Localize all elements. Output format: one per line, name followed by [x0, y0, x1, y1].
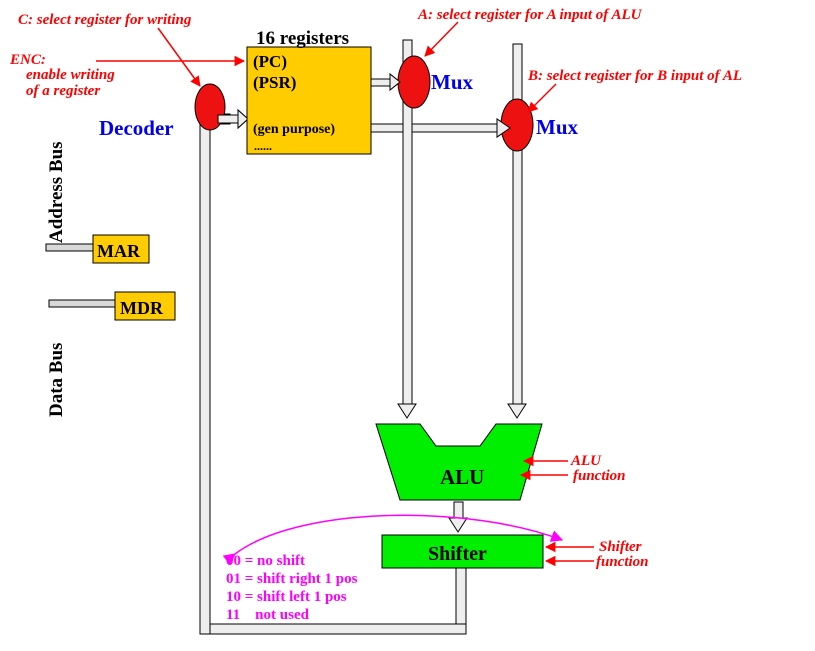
mar-box [92, 234, 150, 264]
mar-bus-line [45, 243, 95, 252]
select-write-arrow [157, 27, 201, 87]
writeback-vertical-bus [199, 113, 211, 635]
register-pc: (PC) [253, 52, 287, 71]
mux-b-label: Mux [536, 115, 579, 139]
mdr-bus-line [48, 299, 116, 308]
select-write-note: C: select register for writing [18, 12, 192, 28]
mdr-box [114, 291, 176, 321]
enc-note-line1: enable writing [26, 67, 115, 83]
register-psr: (PSR) [253, 73, 296, 92]
register-file [246, 46, 372, 155]
alu-function-note-2: function [573, 468, 626, 484]
data-bus-label: Data Bus [46, 343, 67, 417]
select-a-note: A: select register for A input of ALU [417, 7, 643, 23]
shift-code-0: 00 = no shift [226, 553, 305, 569]
bus-a-vertical [397, 39, 417, 419]
mux-a-label: Mux [431, 70, 474, 94]
enc-note-line2: of a register [26, 83, 100, 99]
writeback-bottom-bus [199, 623, 467, 635]
mdr-label: MDR [120, 298, 164, 318]
shifter-label: Shifter [428, 543, 487, 565]
shift-code-3: 11 not used [226, 607, 310, 623]
select-b-arrow [527, 83, 557, 113]
select-b-note: B: select register for B input of AL [527, 68, 742, 84]
register-file-title: 16 registers [256, 28, 349, 49]
register-gen-purpose: (gen purpose) [253, 122, 335, 137]
shifter-function-note-2: function [596, 554, 649, 570]
registers-to-mux-b-arrow [370, 118, 511, 138]
alu-shape [375, 423, 543, 501]
shift-code-arc [222, 514, 564, 566]
alu-label: ALU [440, 465, 484, 489]
address-bus-label: Address Bus [46, 141, 67, 243]
decoder-label: Decoder [99, 116, 174, 140]
shifter-function-note-1: Shifter [599, 539, 642, 555]
alu-function-note-1: ALU [570, 453, 602, 469]
bus-b-vertical [507, 43, 527, 419]
register-more-dots: ...... [254, 139, 272, 153]
shift-code-2: 10 = shift left 1 pos [226, 589, 347, 605]
mux-a-ellipse [397, 55, 431, 109]
shift-code-1: 01 = shift right 1 pos [226, 571, 358, 587]
select-a-arrow [424, 21, 459, 57]
shifter-output-bus [455, 567, 467, 631]
mar-label: MAR [97, 241, 141, 261]
enc-note-title: ENC: [9, 52, 46, 68]
